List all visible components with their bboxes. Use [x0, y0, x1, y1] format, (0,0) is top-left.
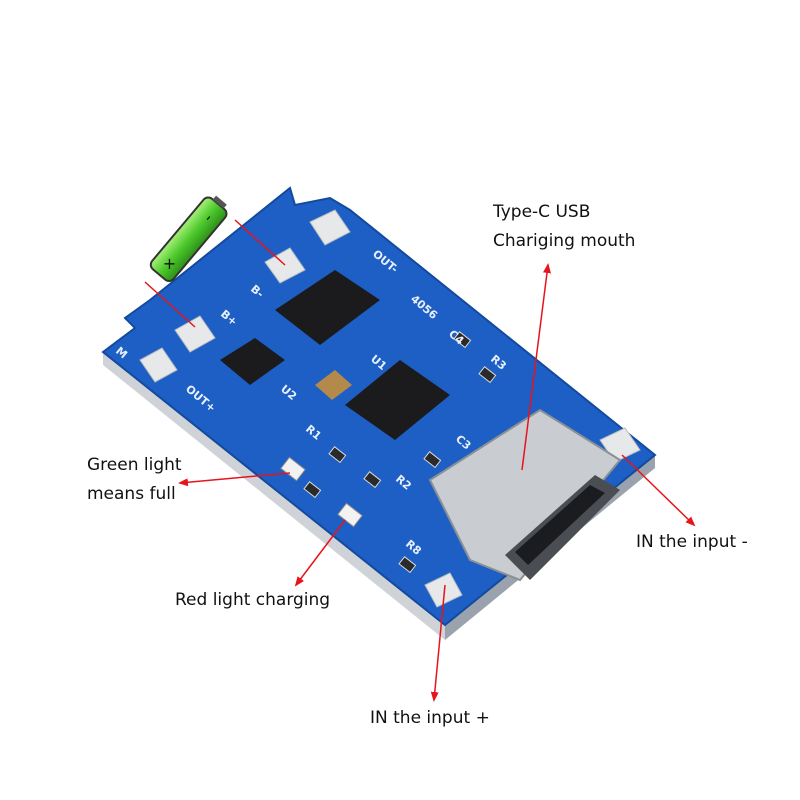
chip-4056: [345, 360, 450, 440]
usb-c-connector: [428, 408, 622, 582]
battery-icon: - +: [149, 195, 228, 283]
typec-label-line1: Type-C USB: [493, 202, 591, 222]
silk-b-minus: B-: [248, 282, 266, 300]
inductor: [315, 370, 352, 400]
in-plus-arrow: [430, 584, 446, 702]
pcb-edge: [103, 352, 445, 640]
typec-label-line2: Chariging mouth: [493, 231, 636, 251]
battery-plus-line: [144, 281, 196, 328]
chip-dw01: [275, 270, 380, 345]
smd-components: [303, 331, 497, 574]
red-light-label: Red light charging: [175, 590, 331, 610]
green-light-label-line2: means full: [87, 484, 176, 504]
green-light-arrow: [178, 472, 291, 487]
pads: [139, 209, 641, 608]
battery-plus-label: +: [163, 254, 176, 273]
red-led: [337, 502, 363, 528]
battery-minus-line: [234, 219, 286, 266]
green-led: [280, 456, 306, 482]
red-light-arrow: [294, 519, 346, 587]
chip-u2: [220, 338, 285, 385]
in-minus-label: IN the input -: [636, 532, 748, 552]
green-light-label-line1: Green light: [87, 455, 182, 475]
in-plus-label: IN the input +: [370, 708, 490, 728]
typec-arrow: [521, 263, 551, 471]
in-minus-arrow: [621, 454, 696, 527]
